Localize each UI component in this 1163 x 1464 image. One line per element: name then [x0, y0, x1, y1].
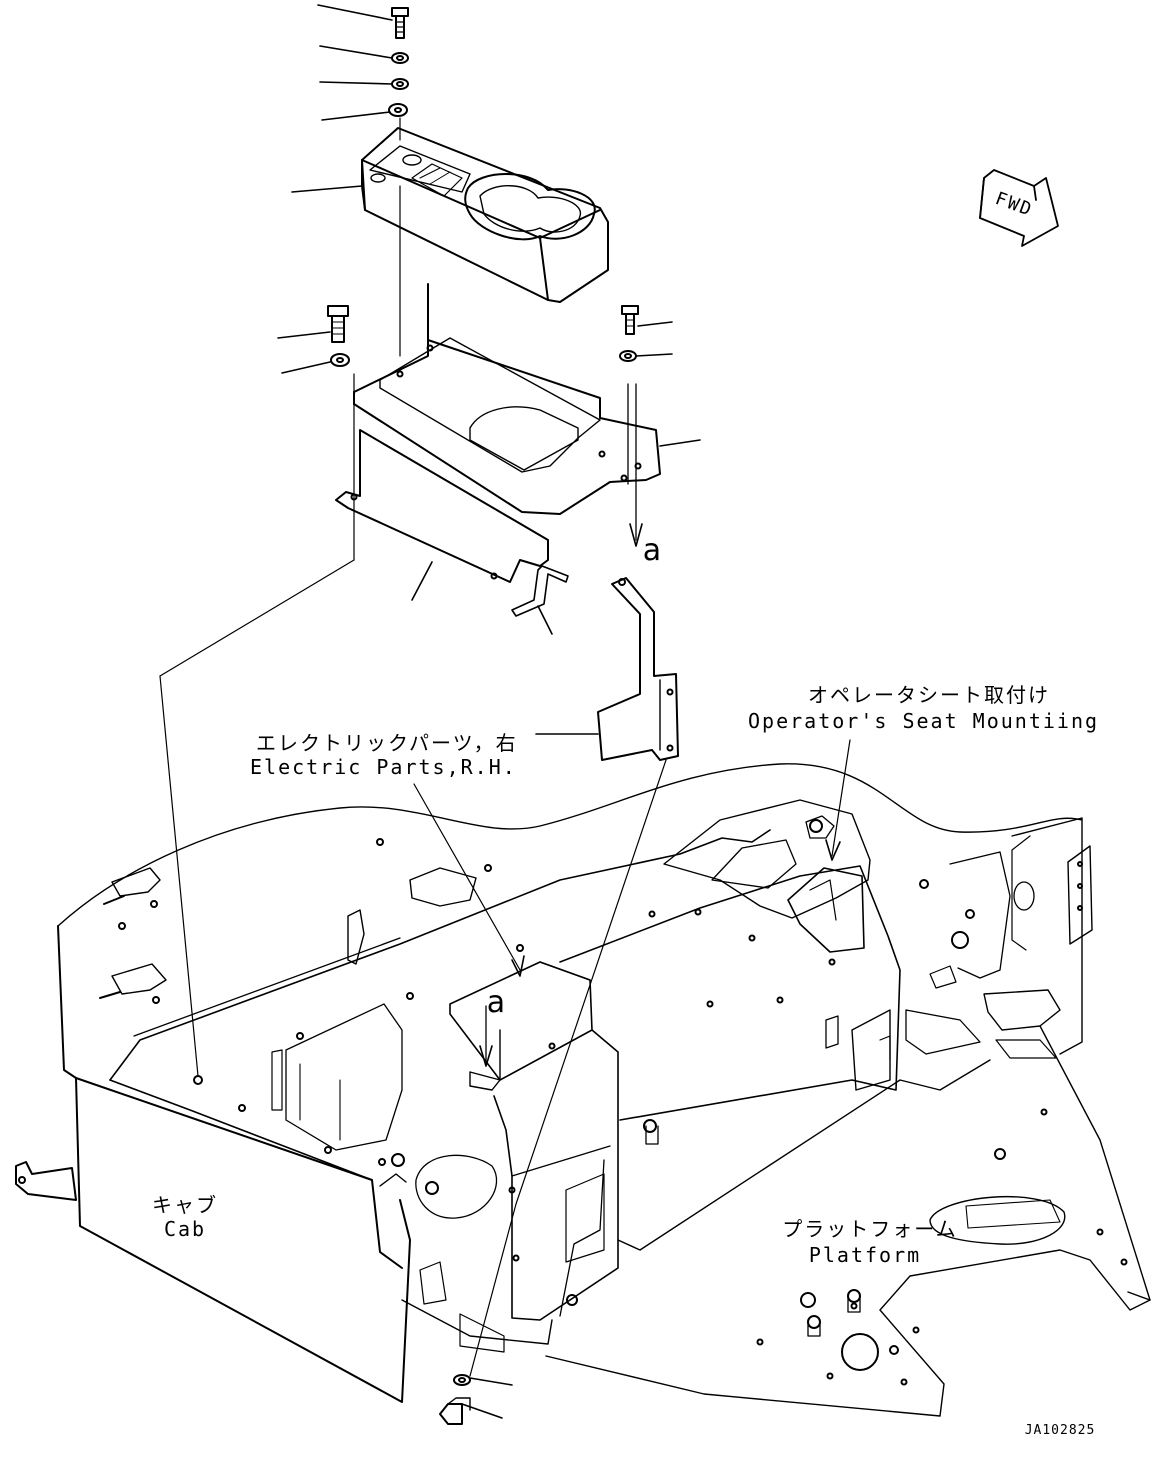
drawing-code: JA102825 [1024, 1423, 1096, 1438]
cover-plate [327, 283, 661, 515]
chassis-frame [109, 799, 1151, 1417]
electric-parts-label-en: Electric Parts,R.H. [250, 755, 517, 779]
operator-seat-label-en: Operator's Seat Mountiing [748, 709, 1100, 733]
electric-parts-label-jp: エレクトリックパーツ，右 [256, 731, 518, 755]
cup-holder-console [361, 7, 609, 357]
cab-panel [15, 867, 411, 1403]
cab-label-jp: キャブ [152, 1193, 218, 1217]
reference-a-upper: a [642, 533, 662, 568]
platform-label-en: Platform [808, 1243, 922, 1267]
hanger-bracket [597, 383, 679, 761]
alignment-lines [159, 373, 851, 1377]
platform-label-jp: プラットフォーム [782, 1217, 958, 1241]
lower-fastener [439, 1374, 471, 1425]
fwd-arrow-icon [979, 169, 1059, 247]
break-line [57, 763, 1083, 927]
callout-leaders [277, 4, 701, 1419]
operator-seat-label-jp: オペレータシート取付け [808, 683, 1050, 707]
l-bracket [335, 429, 569, 617]
cab-label-en: Cab [163, 1217, 207, 1241]
reference-a-lower: a [486, 985, 506, 1020]
